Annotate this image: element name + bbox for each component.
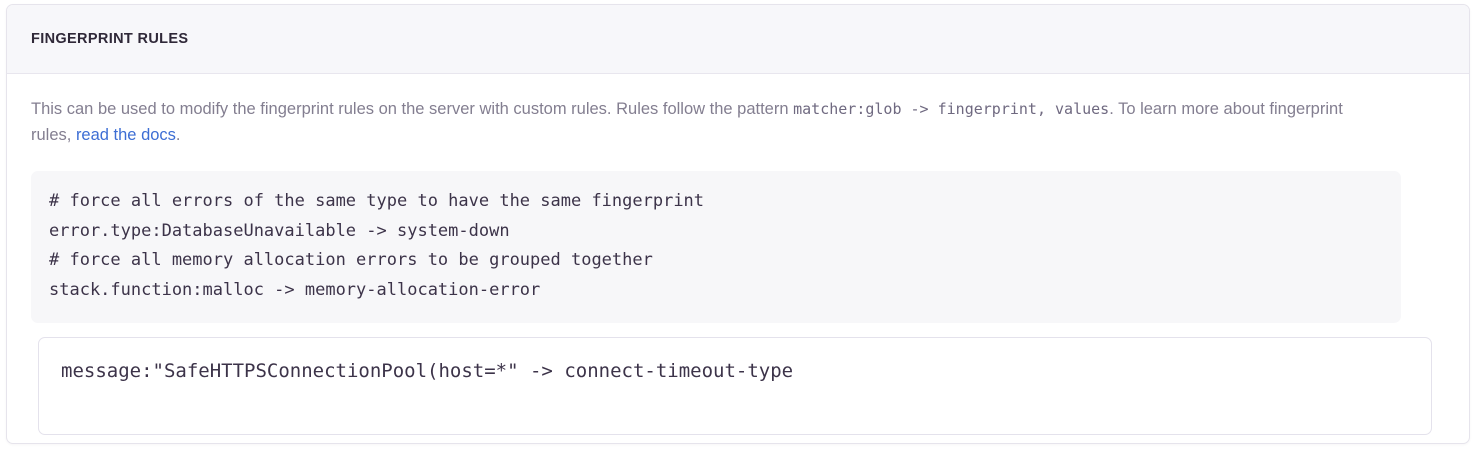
description-text: This can be used to modify the fingerpri… <box>31 96 1376 148</box>
example-code-block: # force all errors of the same type to h… <box>31 171 1401 323</box>
page-title: FINGERPRINT RULES <box>31 30 189 47</box>
description-tail: . <box>175 126 181 144</box>
read-the-docs-link[interactable]: read the docs <box>75 126 176 144</box>
fingerprint-rules-input[interactable] <box>38 337 1432 435</box>
panel-header: FINGERPRINT RULES <box>7 5 1469 74</box>
description-middle: . To learn more about fingerprint rules, <box>31 100 1343 144</box>
inline-code-pattern: matcher:glob -> fingerprint, values <box>793 100 1110 118</box>
fingerprint-rules-panel: FINGERPRINT RULES This can be used to mo… <box>6 4 1470 444</box>
panel-body: This can be used to modify the fingerpri… <box>7 74 1469 435</box>
description-lead: This can be used to modify the fingerpri… <box>31 100 794 118</box>
